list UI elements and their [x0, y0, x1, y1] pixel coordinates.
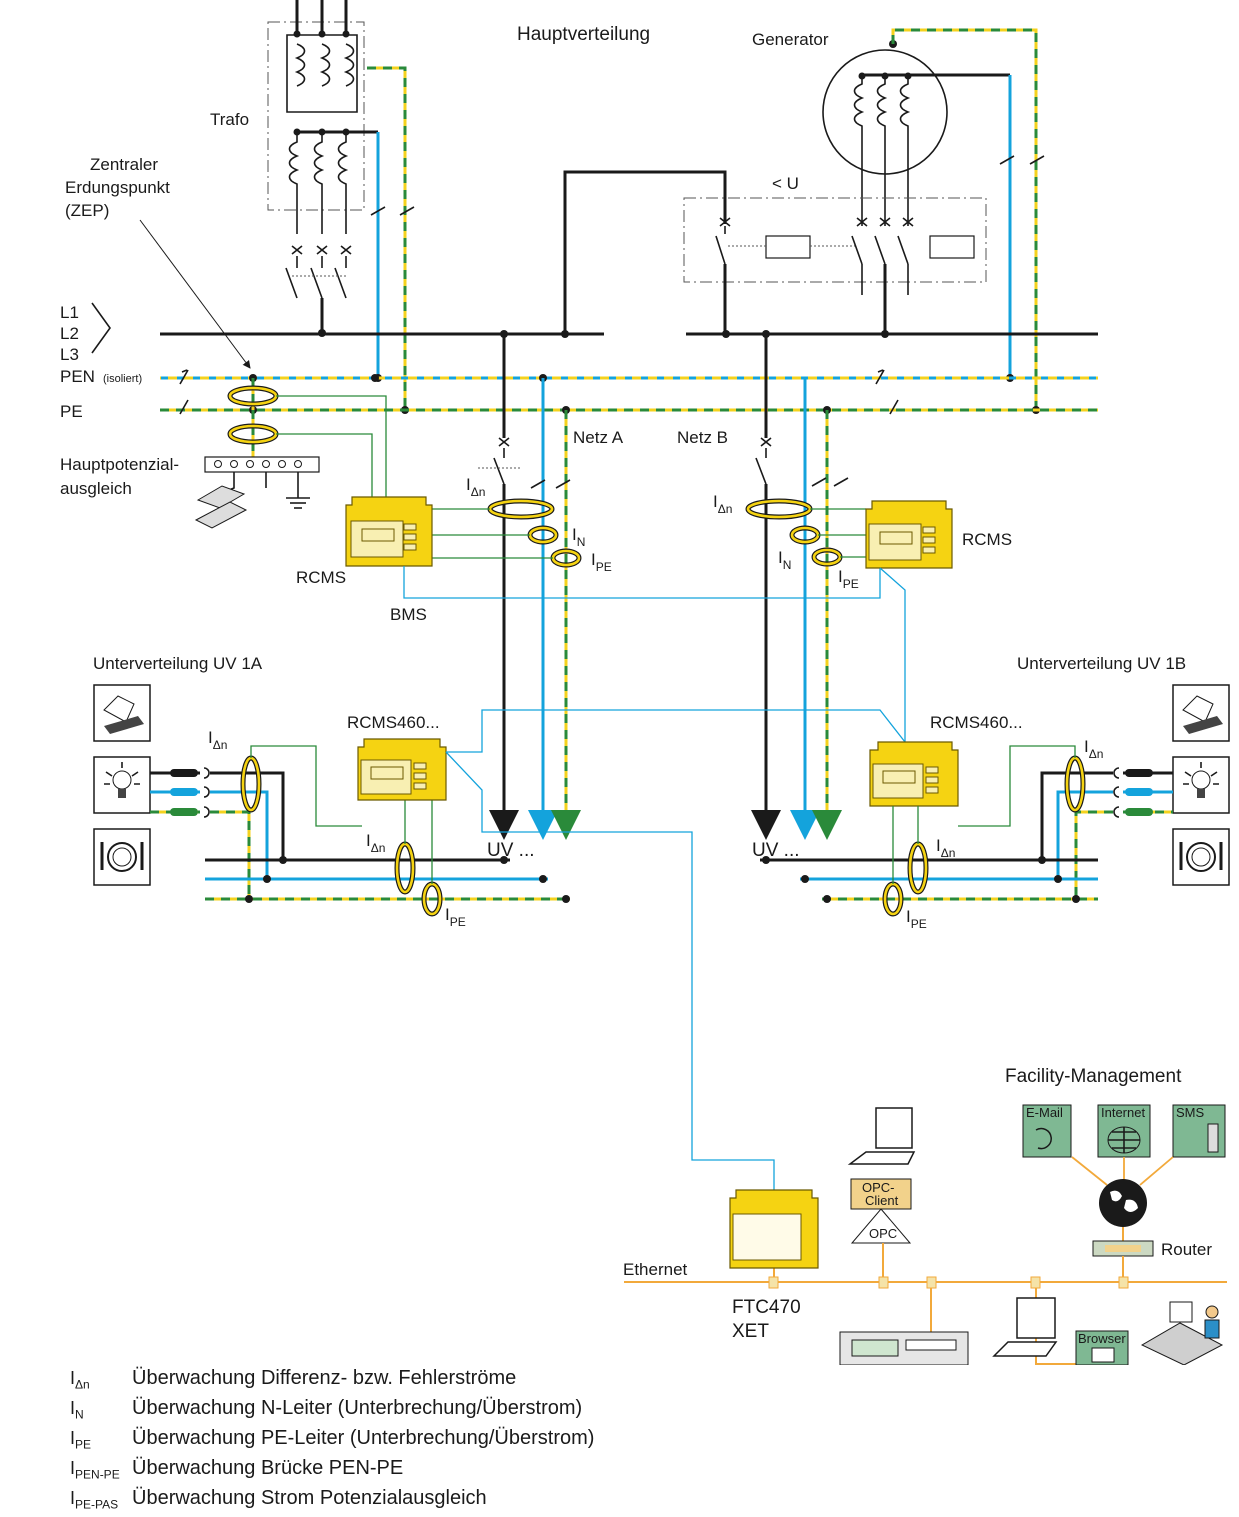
legend-row: IΔn Überwachung Differenz- bzw. Fehlerst… — [70, 1367, 594, 1397]
opc-label: OPC — [869, 1226, 897, 1241]
legend-row: IPE-PAS Überwachung Strom Potenzialausgl… — [70, 1487, 594, 1517]
legend-text: Überwachung PE-Leiter (Unterbrechung/Übe… — [132, 1427, 595, 1449]
router-label: Router — [1161, 1240, 1212, 1259]
power-distribution-diagram: Hauptverteilung Generator Trafo Zentrale… — [60, 0, 1230, 1365]
legend-symbol: IΔn — [70, 1368, 90, 1392]
rcms460-left-label: RCMS460... — [347, 713, 440, 732]
router-icon[interactable] — [1092, 1240, 1154, 1257]
laptop-icon-browser — [992, 1297, 1058, 1357]
busbar-pen-note: (isoliert) — [103, 373, 142, 385]
kitchen-load-icon-right — [1172, 828, 1230, 886]
subdist-1b-title: Unterverteilung UV 1B — [1017, 654, 1186, 673]
undervoltage-unit: < U — [563, 170, 987, 338]
svg-text:Browser: Browser — [1078, 1331, 1126, 1346]
uv1b-delta-n-label: IΔn — [1084, 737, 1103, 761]
busbar-pe-label: PE — [60, 402, 83, 421]
alarm-indicator-panel[interactable] — [839, 1331, 969, 1365]
busbar-l3-label: L3 — [60, 345, 79, 364]
sms-service-icon[interactable]: SMS — [1172, 1104, 1226, 1158]
workstation-person-icon — [1140, 1301, 1224, 1365]
svg-text:Internet: Internet — [1101, 1105, 1145, 1120]
rcms460-device-right[interactable] — [869, 741, 959, 807]
uv1b-delta-n-2-label: IΔn — [936, 836, 955, 860]
legend-text: Überwachung N-Leiter (Unterbrechung/Über… — [132, 1397, 583, 1419]
rcms460-device-left[interactable] — [357, 738, 447, 801]
zep-label-line3: (ZEP) — [65, 201, 109, 220]
bus-to-gateway-line — [445, 751, 775, 1190]
internet-service-icon[interactable]: Internet — [1097, 1104, 1151, 1158]
generator — [822, 28, 1045, 414]
transformer-frame — [267, 21, 365, 211]
laptop-icon-opc — [847, 1107, 916, 1165]
legend-symbol: IPE — [70, 1428, 92, 1452]
uv1a-pe-label: IPE — [445, 905, 466, 929]
uv-right-label: UV ... — [752, 840, 800, 861]
legend-symbol: IN — [70, 1398, 84, 1422]
lighting-load-icon-left — [93, 756, 151, 814]
globe-icon — [1099, 1179, 1147, 1227]
subdist-1a-title: Unterverteilung UV 1A — [93, 654, 263, 673]
pe-a-label: IPE — [591, 550, 612, 574]
computer-load-icon-right — [1172, 684, 1230, 742]
kitchen-load-icon-left — [93, 828, 151, 886]
svg-text:SMS: SMS — [1176, 1105, 1205, 1120]
busbar-l2-label: L2 — [60, 324, 79, 343]
svg-text:E-Mail: E-Mail — [1026, 1105, 1063, 1120]
opc-triangle — [850, 1208, 912, 1244]
ethernet-label: Ethernet — [623, 1260, 688, 1279]
opc-client-box[interactable] — [850, 1178, 912, 1210]
ftc470-gateway[interactable] — [729, 1189, 819, 1269]
lighting-load-icon-right — [1172, 756, 1230, 814]
computer-load-icon-left — [93, 684, 151, 742]
delta-n-a-label: IΔn — [466, 475, 485, 499]
n-b-label: IN — [778, 548, 791, 572]
bms-bus-line — [403, 566, 881, 599]
busbar-l1-label: L1 — [60, 303, 79, 322]
busbar-pen-label: PEN — [60, 367, 95, 386]
rcms-left-label: RCMS — [296, 568, 346, 587]
pe-b-label: IPE — [838, 567, 859, 591]
ftc-label-line1: FTC470 — [732, 1297, 801, 1318]
uv1a-delta-n-2-label: IΔn — [366, 831, 385, 855]
rcms-device-right[interactable] — [865, 500, 953, 569]
legend-symbol: IPEN-PE — [70, 1458, 120, 1482]
uv1a-delta-n-label: IΔn — [208, 728, 227, 752]
main-distribution-title: Hauptverteilung — [517, 24, 650, 45]
ftc-label-line2: XET — [732, 1321, 769, 1342]
bms-label: BMS — [390, 605, 427, 624]
equipotential-label-line2: ausgleich — [60, 479, 132, 498]
transformer — [267, 0, 415, 414]
legend-text: Überwachung Differenz- bzw. Fehlerströme — [132, 1367, 517, 1389]
generator-label: Generator — [752, 30, 829, 49]
legend-row: IPE Überwachung PE-Leiter (Unterbrechung… — [70, 1427, 594, 1457]
rcms-right-label: RCMS — [962, 530, 1012, 549]
rcms460-right-label: RCMS460... — [930, 713, 1023, 732]
delta-n-b-label: IΔn — [713, 492, 732, 516]
uv-left-label: UV ... — [487, 840, 535, 861]
undervoltage-label: < U — [772, 174, 799, 193]
equipotential-label-line1: Hauptpotenzial- — [60, 455, 179, 474]
email-service-icon[interactable]: E-Mail — [1022, 1104, 1072, 1158]
opc-client-label-line2: Client — [865, 1193, 899, 1208]
legend-text: Überwachung Strom Potenzialausgleich — [132, 1487, 487, 1509]
legend-text: Überwachung Brücke PEN-PE — [132, 1457, 404, 1479]
rcms-device-left[interactable] — [345, 496, 433, 567]
zep-label-line2: Erdungspunkt — [65, 178, 170, 197]
network-b-label: Netz B — [677, 428, 728, 447]
facility-management-title: Facility-Management — [1005, 1066, 1182, 1087]
legend-symbol: IPE-PAS — [70, 1488, 119, 1512]
zep-pointer-arrow — [139, 219, 251, 369]
network-a-label: Netz A — [573, 428, 624, 447]
transformer-label: Trafo — [210, 110, 249, 129]
legend: IΔn Überwachung Differenz- bzw. Fehlerst… — [70, 1367, 594, 1517]
browser-icon[interactable]: Browser — [1075, 1330, 1129, 1365]
equipotential-bar — [194, 456, 320, 529]
legend-row: IN Überwachung N-Leiter (Unterbrechung/Ü… — [70, 1397, 594, 1427]
opc-client-label-line1: OPC- — [862, 1180, 895, 1195]
uv1b-pe-label: IPE — [906, 907, 927, 931]
legend-row: IPEN-PE Überwachung Brücke PEN-PE — [70, 1457, 594, 1487]
n-a-label: IN — [572, 525, 585, 549]
zep-label-line1: Zentraler — [90, 155, 158, 174]
